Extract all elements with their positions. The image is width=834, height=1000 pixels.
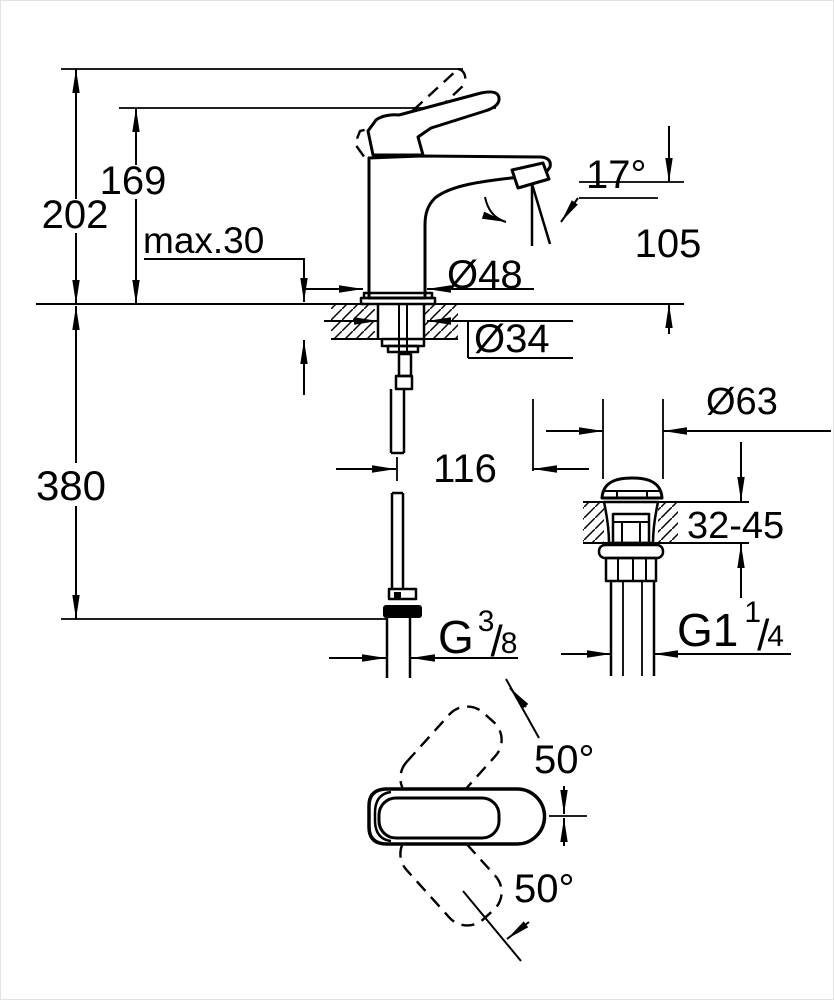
handle-top-view	[367, 678, 587, 962]
dim-overall-height-label: 202	[42, 193, 109, 237]
dimension-max-deck-thickness	[144, 258, 308, 395]
dim-max-deck-thickness-label: max.30	[143, 220, 264, 261]
dimension-spout-angle-leader	[560, 197, 579, 223]
dim-spout-reach-label: 116	[433, 447, 497, 491]
dim-handle-swing-upper-label: 50°	[534, 738, 595, 782]
spout-aerator	[510, 161, 551, 190]
faucet-side-view	[353, 67, 552, 678]
dim-spout-angle-label: 17°	[586, 153, 647, 197]
supply-hose	[383, 389, 422, 678]
dim-handle-height-label: 169	[100, 159, 167, 203]
dim-hole-diameter-label: Ø34	[474, 317, 550, 361]
dimension-hole-diameter	[324, 317, 573, 359]
faucet-body	[367, 154, 552, 300]
dim-base-diameter-label: Ø48	[447, 253, 523, 297]
handle-lever-plan	[377, 796, 501, 840]
waste-washer	[597, 543, 665, 560]
dim-spout-height-label: 105	[635, 222, 702, 266]
waste-dome-cap	[600, 476, 664, 500]
handle-side-view	[366, 90, 501, 157]
pop-up-waste-view	[583, 476, 749, 676]
waste-hex-nut	[604, 556, 658, 583]
mounting-shank	[376, 304, 426, 391]
dim-waste-flange-label: Ø63	[706, 381, 778, 423]
waste-body	[602, 500, 660, 545]
dim-handle-swing-lower-label: 50°	[514, 867, 575, 911]
stream-angle-lines	[481, 183, 552, 246]
dim-basin-range-label: 32-45	[687, 505, 784, 547]
dim-hose-length-label: 380	[36, 462, 106, 509]
